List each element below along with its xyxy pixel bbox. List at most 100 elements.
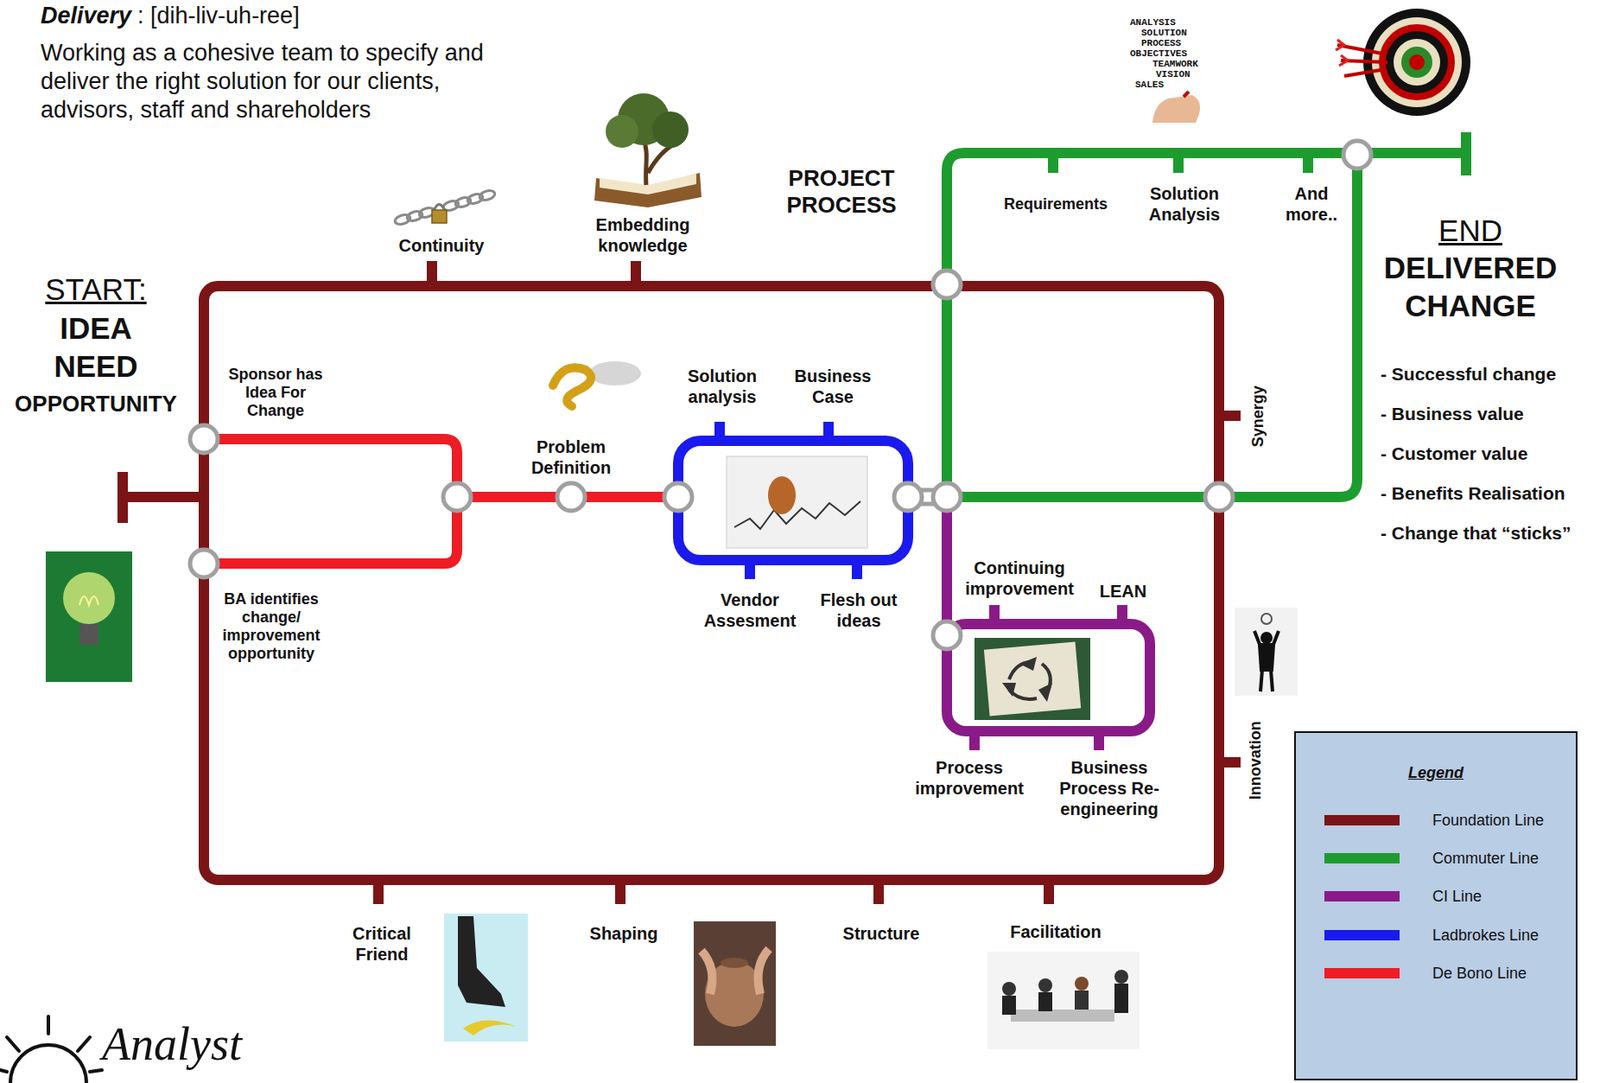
lightbulb-picture-part [45,551,133,682]
legend-swatch [1324,814,1400,826]
legend-text: CI Line [1432,886,1482,906]
lightbulb-picture-part [79,623,99,645]
description-text: Working as a cohesive team to specify an… [40,38,512,125]
gold-swirl-picture-part [589,361,642,386]
outcome-bullet: - Business value [1380,402,1524,425]
dartboard-picture-part [1393,38,1441,86]
recycle-picture [974,637,1091,720]
banana-step-picture-part [457,915,506,1007]
foundation-line-part [203,285,1220,880]
station-label: Continuity [399,234,485,256]
pronunciation: : [dih-liv-uh-ree] [137,1,300,30]
start-text: OPPORTUNITY [14,390,178,418]
station-label: Critical Friend [338,922,426,965]
station-label: Embedding knowledge [589,214,698,256]
end-heading: END [1438,212,1503,249]
end-text: DELIVERED CHANGE [1377,248,1564,325]
crossword-word: ANALYSIS [1130,17,1176,29]
station-circles-part [664,482,693,511]
ci-line-part [941,496,953,635]
section-heading: PROJECT PROCESS [776,165,907,219]
station-label: Vendor Assesment [696,589,805,631]
station-label: Requirements [1003,195,1108,215]
station-circles [190,140,1372,649]
tree-book-picture-part [652,111,689,148]
de-bono-line-part [203,438,679,564]
legend-swatch [1324,929,1400,940]
station-circles-part [557,482,585,511]
station-circles-part [1343,140,1372,169]
legend-text: De Bono Line [1432,963,1527,983]
dartboard-picture-part [1378,24,1455,101]
pottery-picture-part [701,948,769,994]
station-circles-part [443,482,471,511]
coin-chart-picture-part [726,456,868,548]
dartboard-picture-part [1385,31,1448,94]
coin-chart-picture [726,456,868,548]
lightbulb-picture-part [63,571,115,624]
sun-logo [0,1015,102,1083]
thinking-person-picture [1234,607,1298,696]
station-label: Business Process Re- engineering [1055,756,1164,820]
ladbrokes-line-part [719,421,858,579]
gold-swirl-picture-part [552,367,591,407]
recycle-picture-part [1009,661,1051,699]
legend-swatch [1324,967,1400,978]
sun-logo-part [10,1044,87,1083]
dartboard-picture-part [1335,39,1348,66]
lightbulb-picture [45,551,133,682]
pottery-picture-part [693,920,776,1046]
start-text: IDEA NEED [44,309,148,386]
legend-text: Commuter Line [1432,848,1539,868]
meeting-picture-part [1114,969,1129,984]
thinking-person-picture-part [1254,630,1279,692]
dartboard-picture-part [1401,46,1433,78]
logo-text: Analyst [101,1015,242,1073]
legend-swatch [1324,852,1400,864]
crossword-word: PROCESS [1141,38,1181,50]
gold-swirl-picture [552,361,642,407]
start-heading: START: [44,271,147,308]
commuter-line-part [946,132,1467,497]
dartboard-picture [1335,8,1471,116]
dartboard-picture-part [1409,54,1425,70]
coin-chart-picture-part [734,501,861,529]
station-label: BA identifies change/ improvement opport… [215,590,327,663]
station-circles-part [894,482,922,511]
station-label: Solution analysis [677,365,769,407]
outcome-bullet: - Customer value [1380,442,1528,464]
tree-book-picture [594,93,702,208]
crossword-word: SOLUTION [1141,27,1188,39]
banana-step-picture-part [444,913,528,1042]
station-label: Sponsor has Idea For Change [223,365,328,420]
station-label: Structure [843,922,921,944]
pottery-picture-part [720,957,749,968]
ladbrokes-line-part [678,440,908,560]
legend-swatch [1324,890,1400,902]
station-label: Solution Analysis [1136,183,1232,225]
meeting-picture-part [1002,981,1016,996]
outcome-bullet: - Change that “sticks” [1380,521,1572,544]
coin-chart-picture-part [768,476,796,515]
meeting-picture [987,951,1140,1049]
dartboard-picture-part [1337,44,1388,77]
crossword-word: OBJECTIVES [1130,48,1188,60]
station-circles-part [933,482,961,511]
meeting-picture-part [1074,990,1089,1010]
ci-line-part [974,604,1123,750]
chain-padlock-part [478,189,496,203]
station-label: Problem Definition [519,436,623,478]
chain-padlock [393,189,496,227]
crossword-word: VISION [1155,69,1191,81]
crossword-word: TEAMWORK [1152,58,1199,70]
pottery-picture [693,920,776,1046]
station-circles-part [1205,482,1233,511]
sun-logo-part [0,1015,102,1072]
station-label: Shaping [590,922,659,944]
station-label: Flesh out ideas [813,589,905,631]
foundation-line-part [122,471,204,523]
thinking-person-picture-part [1234,607,1298,696]
thinking-person-picture-part [1261,613,1272,624]
station-label: Innovation [1245,721,1265,800]
recycle-picture-part [1002,656,1053,702]
